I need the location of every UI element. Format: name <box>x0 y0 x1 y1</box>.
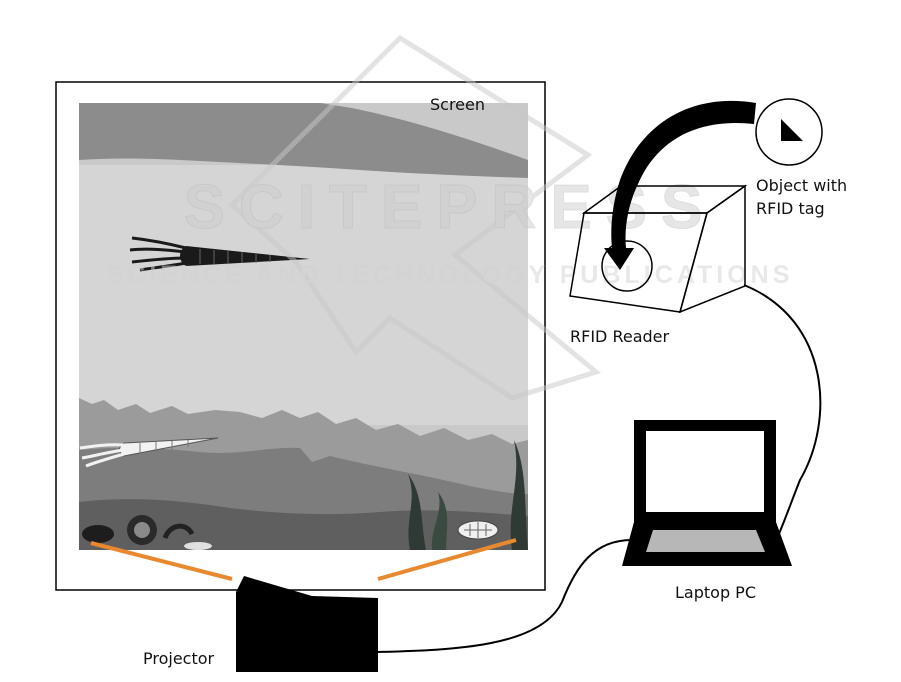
laptop-keyboard <box>646 530 765 552</box>
object-label-line1: Object with <box>756 176 847 195</box>
laptop-pc <box>622 420 792 566</box>
laptop-label: Laptop PC <box>675 583 756 602</box>
screen-label: Screen <box>430 95 485 114</box>
object-label-line2: RFID tag <box>756 199 825 218</box>
rfid-reader-label: RFID Reader <box>570 327 669 346</box>
projector-label: Projector <box>143 649 215 668</box>
laptop-display <box>646 431 764 512</box>
projected-scene <box>79 103 528 550</box>
